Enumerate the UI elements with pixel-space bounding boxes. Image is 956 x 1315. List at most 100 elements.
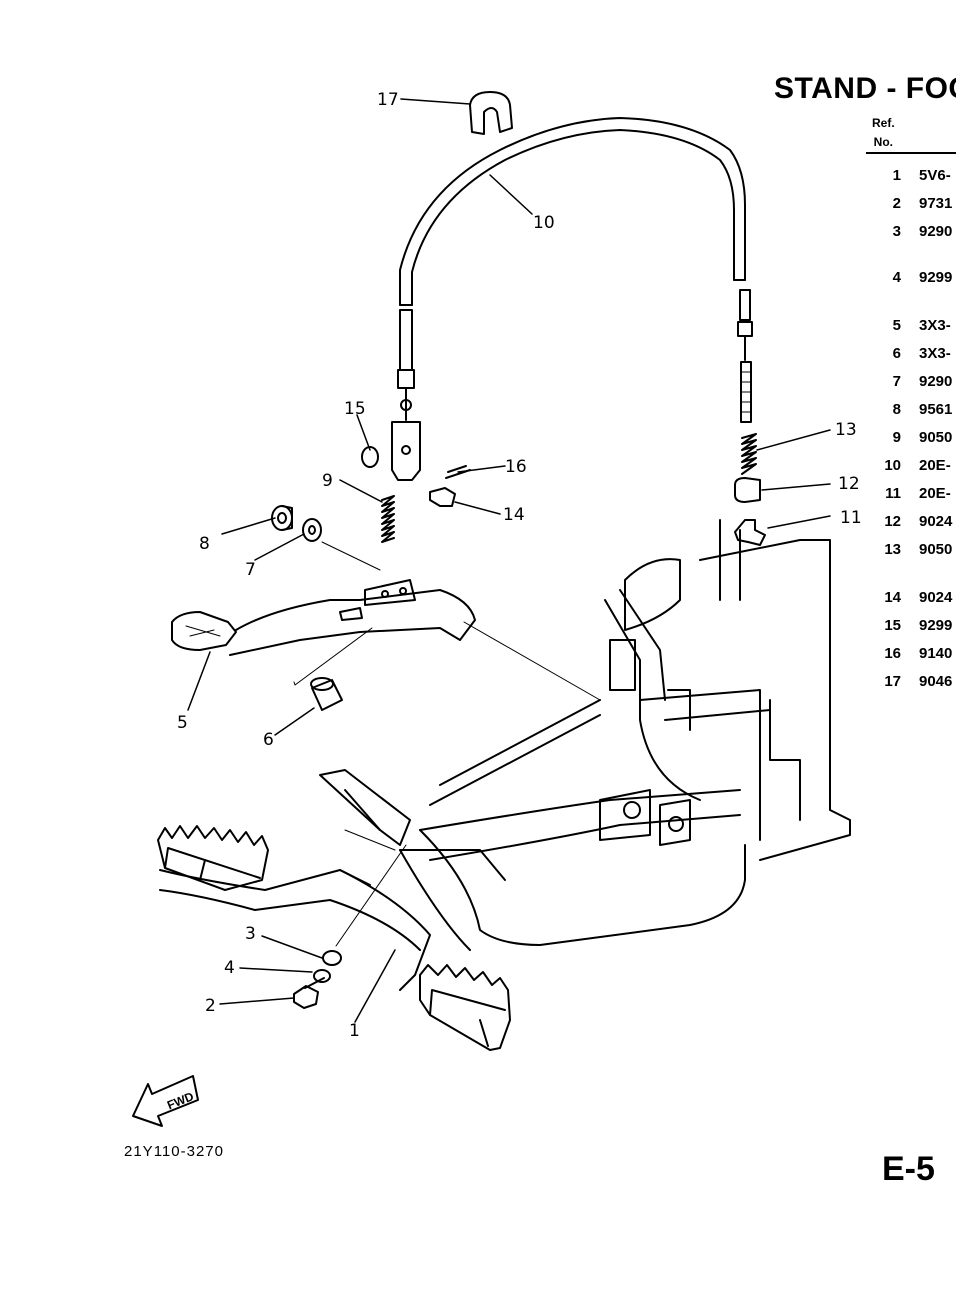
clevis [391,421,421,481]
ref-number: 1 [892,167,901,184]
ref-number: 8 [892,401,901,418]
ref-number: 5 [892,317,901,334]
clevis-pin [429,487,456,507]
ref-number: 10 [884,457,901,474]
parts-row: 9 9050 [870,429,953,446]
spring-9 [381,495,395,543]
fwd-label: FWD [165,1089,196,1112]
part-number: 9731 [919,195,953,212]
part-number: 20E- [919,457,951,474]
parts-row: 16 9140 [870,645,952,662]
callout-label: 13 [835,420,857,440]
parts-row: 6 3X3- [870,345,951,362]
fwd-arrow-icon [132,1075,199,1127]
clevis-hole [401,445,411,455]
callout-label: 14 [503,505,525,525]
callout-label: 1 [349,1021,360,1041]
parts-row: 3 9290 [870,223,953,240]
part-number: 9046 [919,673,953,690]
part-number: 9290 [919,223,953,240]
footpeg-bar [159,769,506,991]
diagram-code: 21Y110-3270 [124,1143,224,1160]
ref-number: 9 [892,429,901,446]
callout-label: 15 [344,399,366,419]
frame [399,519,851,951]
part-number: 20E- [919,485,951,502]
ref-number: 7 [892,373,901,390]
no-header: No. [873,135,893,149]
washer-4 [313,969,331,983]
page-number: E-5 [882,1150,935,1188]
parts-row: 17 9046 [870,673,952,690]
parts-row: 4 9299 [870,269,953,286]
callout-label: 2 [205,996,216,1016]
collar [271,505,293,531]
parts-row: 8 9561 [870,401,953,418]
callout-label: 9 [322,471,333,491]
ref-number: 17 [884,673,901,690]
header-rule [866,152,956,154]
parts-row: 14 9024 [870,589,952,606]
left-footpeg [157,825,269,891]
part-number: 9140 [919,645,953,662]
part-number: 3X3- [919,345,951,362]
parts-row: 10 20E- [870,457,951,474]
callout-label: 16 [505,457,527,477]
ref-header: Ref. [872,116,895,130]
ref-number: 12 [884,513,901,530]
parts-row: 13 9050 [870,541,952,558]
washer-15 [361,446,379,468]
ref-number: 15 [884,617,901,634]
brake-cable [397,117,753,423]
part-number: 9050 [919,541,953,558]
bushing [310,677,343,711]
ref-number: 2 [892,195,901,212]
cable-clip [469,91,513,135]
ref-number: 11 [885,485,901,502]
ref-number: 6 [892,345,901,362]
ref-number: 13 [884,541,901,558]
parts-row: 1 5V6- [870,167,951,184]
callout-label: 12 [838,474,860,494]
washer-7 [302,518,322,542]
parts-row: 12 9024 [870,513,952,530]
parts-row: 7 9290 [870,373,953,390]
brake-pedal [171,579,476,656]
part-number: 9024 [919,589,953,606]
part-number: 9561 [919,401,953,418]
joint [734,477,761,503]
ref-number: 4 [892,269,901,286]
table-header: Ref. No. [872,114,895,152]
callout-label: 3 [245,924,256,944]
part-number: 3X3- [919,317,951,334]
callout-label: 6 [263,730,274,750]
callout-label: 11 [840,508,862,528]
callout-label: 5 [177,713,188,733]
ref-number: 16 [884,645,901,662]
part-number: 9299 [919,269,953,286]
spring-13 [741,433,757,475]
parts-row: 5 3X3- [870,317,951,334]
part-number: 9050 [919,429,953,446]
ref-number: 3 [892,223,901,240]
part-number: 9290 [919,373,953,390]
callout-label: 17 [377,90,399,110]
page-title: STAND - FOO [774,72,956,105]
part-number: 5V6- [919,167,951,184]
callout-label: 8 [199,534,210,554]
parts-row: 15 9299 [870,617,952,634]
part-number: 9024 [919,513,953,530]
parts-row: 2 9731 [870,195,953,212]
guide-lines [293,541,601,947]
bolt [293,977,325,1009]
callout-label: 4 [224,958,235,978]
callout-label: 10 [533,213,555,233]
washer-3 [322,950,342,966]
part-number: 9299 [919,617,953,634]
callout-label: 7 [245,560,256,580]
cable-fitting [734,519,766,546]
parts-row: 11 20E- [870,485,951,502]
leader-lines [187,98,831,1023]
ref-number: 14 [884,589,901,606]
